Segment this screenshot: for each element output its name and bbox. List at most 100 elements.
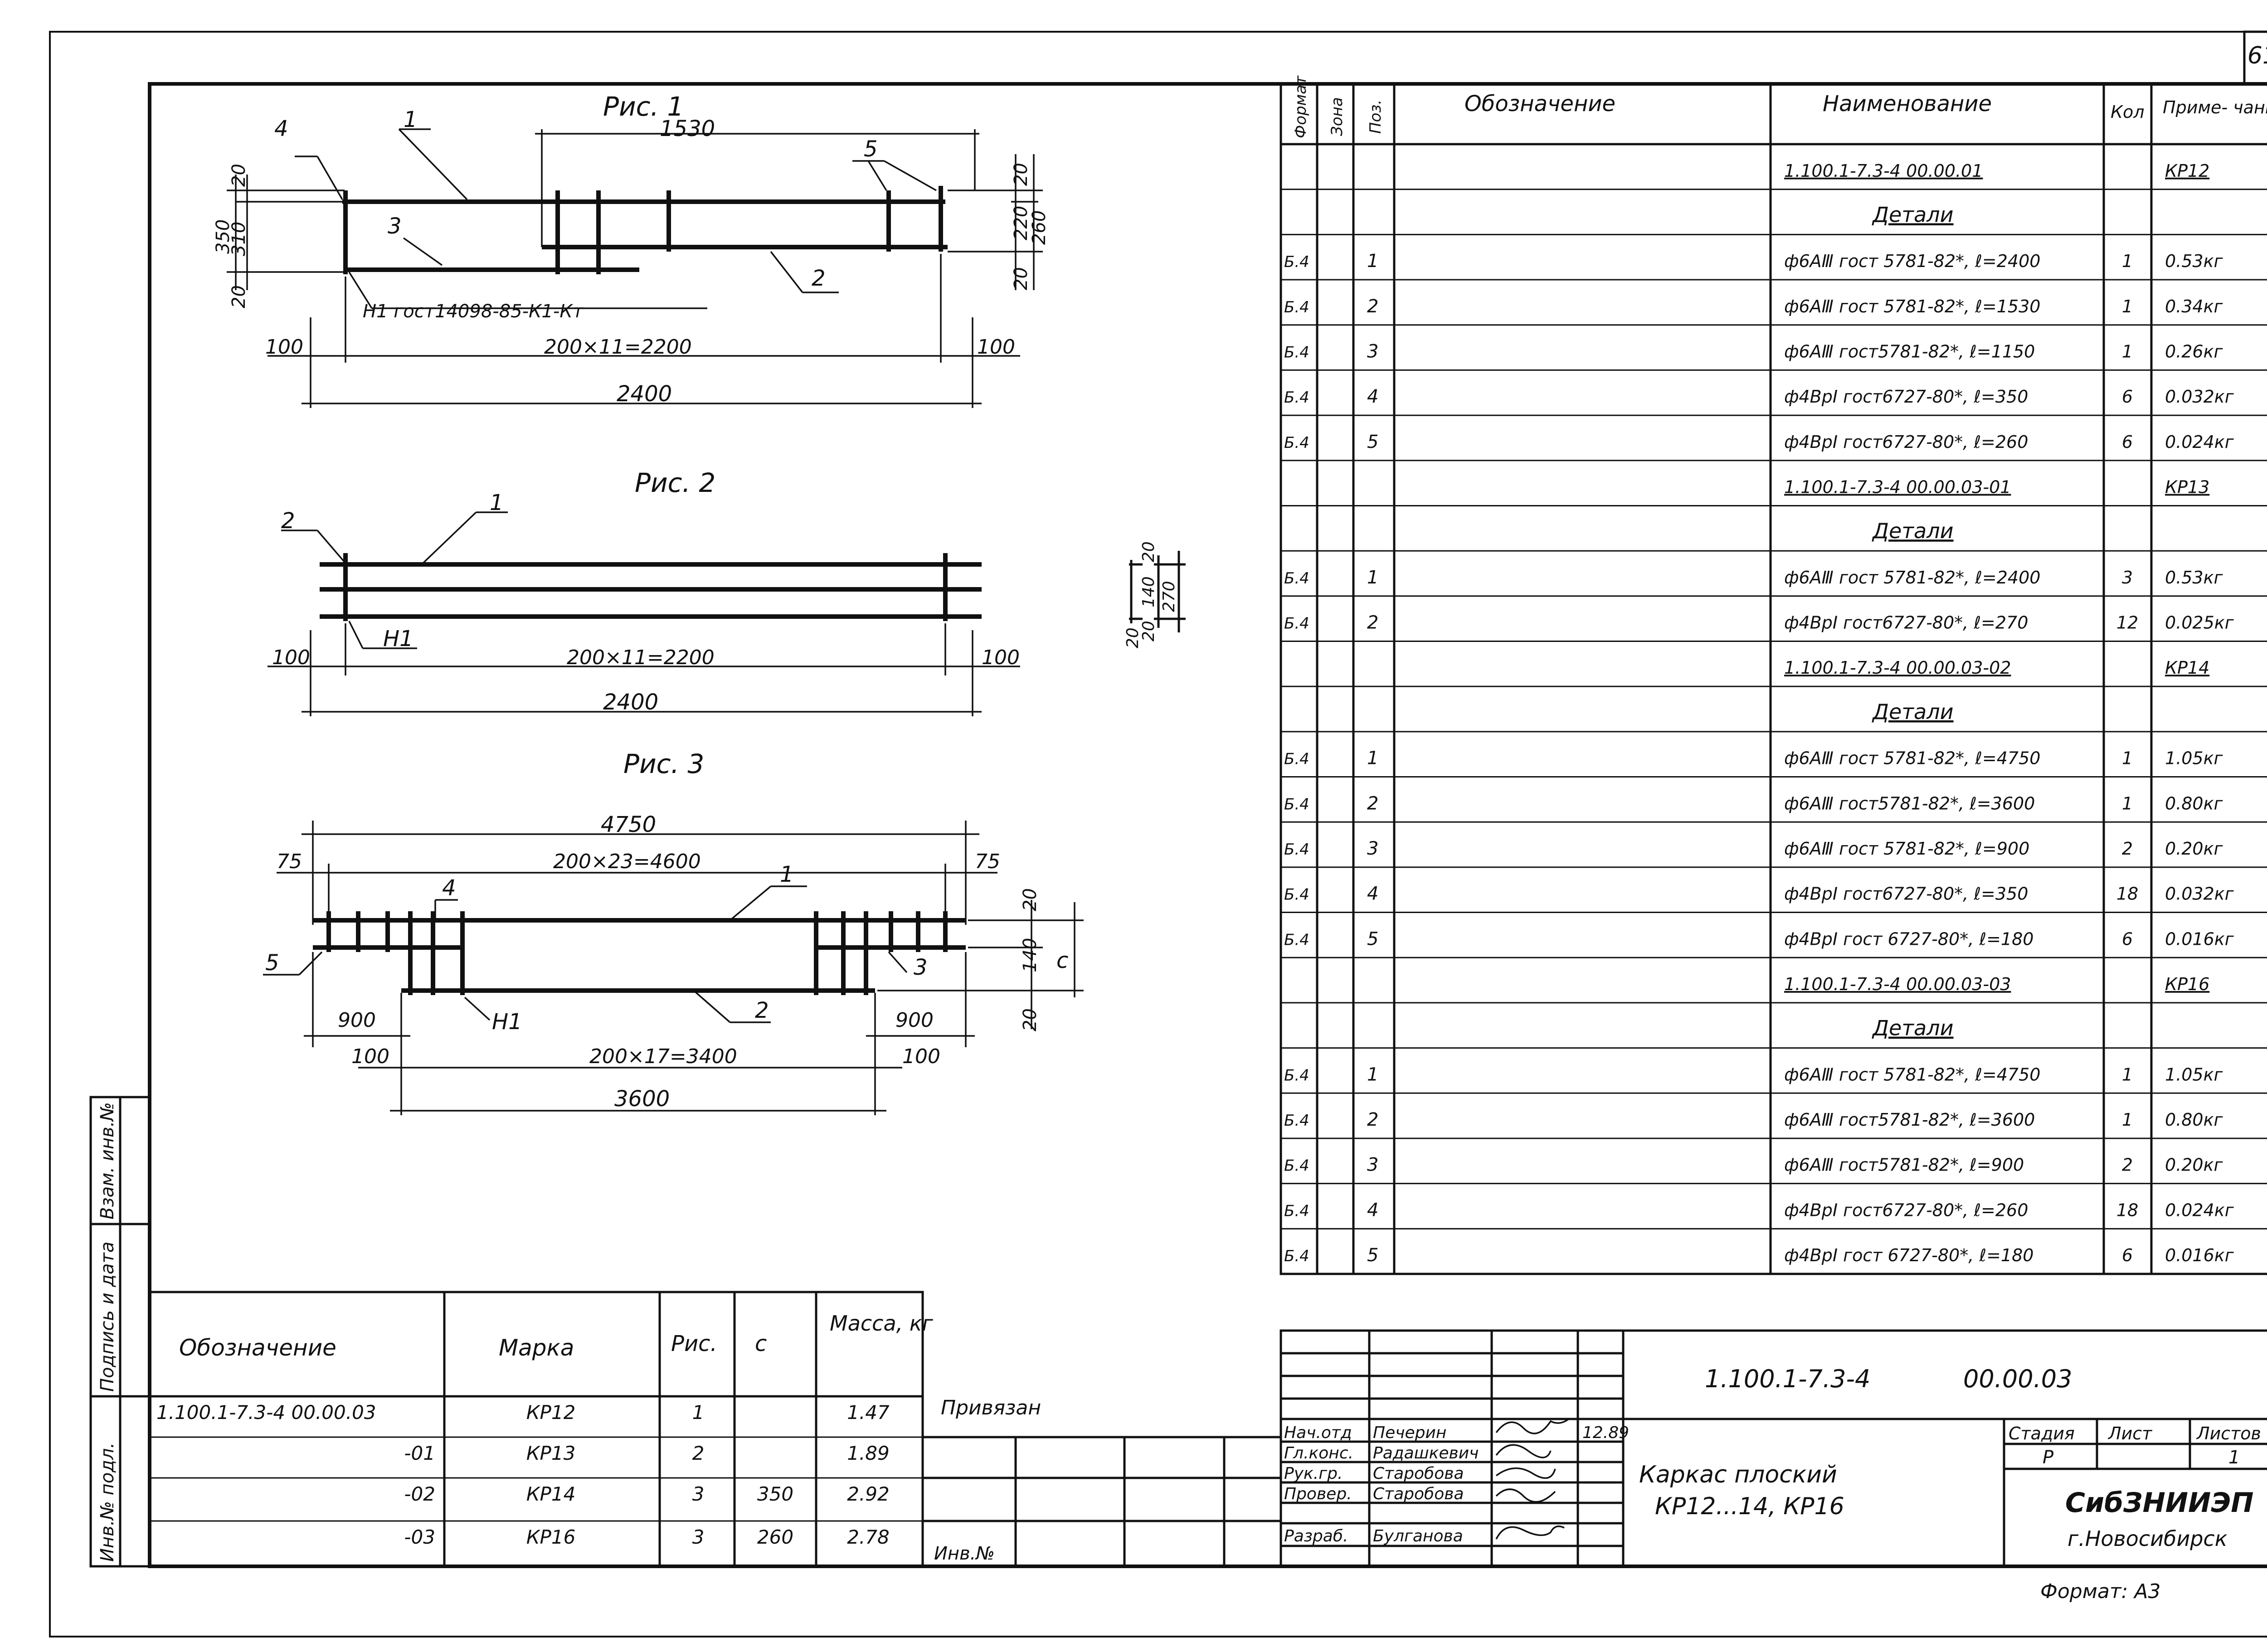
fig2-dim-100-left: 100 bbox=[272, 646, 310, 669]
staff-name: Печерин bbox=[1373, 1424, 1446, 1442]
spec-cell-note: 0.26кг bbox=[2165, 341, 2223, 361]
spec-cell-note: 0.80кг bbox=[2165, 793, 2223, 813]
spec-cell-name: ф6АⅢ гост5781-82*, ℓ=3600 bbox=[1784, 1110, 2035, 1130]
variant-cell-mark: КР13 bbox=[526, 1442, 576, 1464]
signature-1 bbox=[1495, 1418, 1570, 1434]
title-sheets: 1 bbox=[2228, 1447, 2240, 1468]
spec-cell-note: 0.53кг bbox=[2165, 251, 2223, 271]
spec-row-lines bbox=[1281, 189, 2267, 1229]
spec-header-pos: Поз. bbox=[1367, 100, 1385, 134]
fig3-dim-20-top: 20 bbox=[1020, 888, 1041, 911]
spec-cell-format: Б.4 bbox=[1284, 795, 1309, 813]
spec-cell-name: ф6АⅢ гост 5781-82*, ℓ=4750 bbox=[1784, 748, 2040, 768]
spec-cell-format: Б.4 bbox=[1284, 841, 1309, 859]
variant-cell-designation: -01 bbox=[404, 1442, 435, 1464]
fig3-pos-5: 5 bbox=[265, 950, 279, 976]
spec-cell-format: Б.4 bbox=[1284, 253, 1309, 271]
title-block-grid bbox=[1279, 1329, 2267, 1568]
fig3-dim-total: 4750 bbox=[601, 812, 656, 837]
fig3-title: Рис. 3 bbox=[623, 748, 704, 779]
fig3-dim-75-left: 75 bbox=[277, 850, 302, 873]
figure-2: Рис. 2 2 1 Н1 100 200×11=2200 100 bbox=[268, 467, 1020, 716]
variant-cell-designation: -02 bbox=[404, 1483, 435, 1505]
spec-cell-qty: 1 bbox=[2122, 748, 2133, 768]
spec-header-designation: Обозначение bbox=[1464, 91, 1615, 117]
fig2-bars bbox=[320, 553, 982, 621]
variant-cell-designation: -03 bbox=[404, 1526, 435, 1548]
spec-cell-name: Детали bbox=[1872, 519, 1954, 543]
fig1-pos-5: 5 bbox=[864, 136, 878, 162]
spec-cell-format: Б.4 bbox=[1284, 1066, 1309, 1084]
spec-cell-note: 0.016кг bbox=[2165, 1245, 2234, 1265]
title-date: 12.89 bbox=[1582, 1424, 1629, 1442]
staff-name: Старобова bbox=[1373, 1464, 1464, 1483]
spec-cell-note: 0.032кг bbox=[2165, 387, 2234, 407]
spec-cell-qty: 1 bbox=[2122, 1110, 2133, 1130]
spec-cell-pos: 1 bbox=[1367, 748, 1378, 769]
spec-cell-pos: 2 bbox=[1367, 793, 1378, 814]
fig2-pos-2: 2 bbox=[281, 508, 295, 534]
spec-cell-note: 1.05кг bbox=[2165, 748, 2223, 768]
spec-cell-note: 0.20кг bbox=[2165, 1155, 2223, 1175]
spec-cell-name: Детали bbox=[1872, 202, 1954, 227]
spec-cell-format: Б.4 bbox=[1284, 1112, 1309, 1130]
spec-header-note: Приме- чание bbox=[2163, 97, 2267, 117]
fig2-dims bbox=[268, 511, 1020, 716]
spec-cell-format: Б.4 bbox=[1284, 343, 1309, 361]
signature-5 bbox=[1495, 1525, 1565, 1540]
figure-1: Рис. 1 bbox=[213, 91, 1050, 408]
spec-cell-note: КР13 bbox=[2165, 477, 2209, 497]
variant-cell-mass: 2.78 bbox=[847, 1526, 890, 1548]
spec-cell-name: ф6АⅢ гост 5781-82*, ℓ=1530 bbox=[1784, 296, 2040, 316]
spec-cell-name: ф6АⅢ гост 5781-82*, ℓ=2400 bbox=[1784, 251, 2040, 271]
fig3-dim-pitch-bottom: 200×17=3400 bbox=[589, 1045, 737, 1068]
fig3-dim-3600: 3600 bbox=[614, 1086, 670, 1112]
fig1-pos-1: 1 bbox=[404, 107, 418, 132]
fig1-dim-310: 310 bbox=[229, 222, 249, 256]
section-dim-20c: 20 bbox=[1139, 621, 1158, 641]
signature-2 bbox=[1495, 1444, 1552, 1458]
fig1-dim-350: 350 bbox=[213, 219, 234, 254]
sheet-number: 61 bbox=[2248, 42, 2267, 69]
variants-header-c: с bbox=[755, 1331, 767, 1356]
spec-header-name: Наименование bbox=[1823, 91, 1992, 117]
fig3-dim-20-bottom: 20 bbox=[1020, 1008, 1041, 1031]
spec-cell-qty: 1 bbox=[2122, 296, 2133, 316]
fig2-dim-total: 2400 bbox=[603, 690, 658, 715]
variant-cell-fig: 2 bbox=[692, 1442, 705, 1464]
spec-cell-name: ф4ВрⅠ гост6727-80*, ℓ=260 bbox=[1784, 1200, 2028, 1220]
variants-header-mark: Марка bbox=[499, 1335, 574, 1361]
variant-cell-fig: 3 bbox=[692, 1483, 705, 1505]
fig2-title: Рис. 2 bbox=[635, 467, 715, 498]
spec-cell-format: Б.4 bbox=[1284, 434, 1309, 452]
staff-role: Провер. bbox=[1284, 1485, 1352, 1503]
staff-row: Гл.конс.Радашкевич bbox=[1284, 1444, 1479, 1463]
spec-cell-name: ф6АⅢ гост 5781-82*, ℓ=900 bbox=[1784, 839, 2029, 859]
fig2-dim-100-right: 100 bbox=[982, 646, 1020, 669]
variant-cell-mark: КР16 bbox=[526, 1526, 576, 1548]
staff-name: Радашкевич bbox=[1373, 1444, 1479, 1463]
spec-cell-note: 0.032кг bbox=[2165, 884, 2234, 904]
spec-cell-qty: 1 bbox=[2122, 1064, 2133, 1084]
spec-cell-pos: 2 bbox=[1367, 296, 1378, 317]
spec-cell-qty: 12 bbox=[2116, 613, 2138, 633]
fig1-pos-4: 4 bbox=[274, 116, 288, 141]
spec-row: Детали bbox=[1872, 700, 1954, 724]
fig1-bars bbox=[342, 186, 948, 274]
spec-cell-note: 0.024кг bbox=[2165, 1200, 2234, 1220]
spec-header-qty: Кол bbox=[2111, 102, 2145, 122]
